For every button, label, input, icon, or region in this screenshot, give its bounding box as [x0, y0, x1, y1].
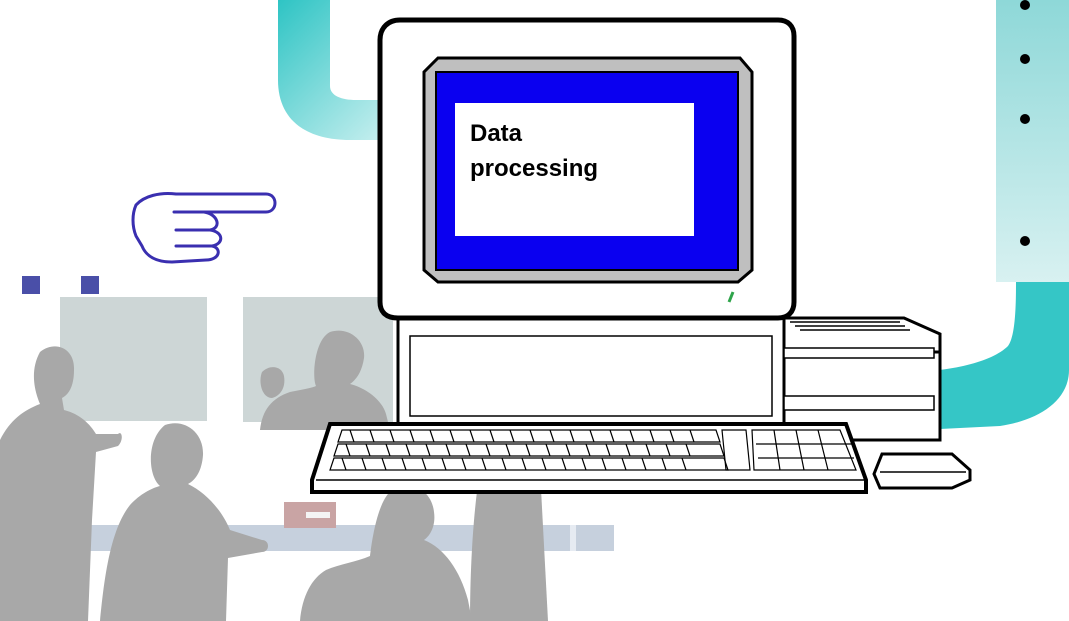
accent-square-2 — [81, 276, 99, 294]
screen-label: Data processing — [470, 116, 680, 186]
person-front-silhouette — [300, 485, 472, 621]
person-seated-silhouette — [100, 423, 268, 621]
bullet-dot — [1020, 54, 1030, 64]
pointing-hand-icon — [131, 192, 277, 264]
keyboard-keys — [329, 429, 857, 471]
desktop-computer-icon — [310, 17, 972, 494]
mouse — [872, 452, 972, 490]
people-silhouettes — [0, 330, 548, 621]
bullet-dot — [1020, 114, 1030, 124]
screen-label-line-1: Data — [470, 120, 523, 147]
screen-label-line-2: processing — [470, 155, 599, 182]
bullet-panel-bg — [996, 0, 1069, 282]
bullet-dot — [1020, 0, 1030, 10]
accent-square-1 — [22, 276, 40, 294]
person-standing-silhouette — [0, 346, 122, 621]
screen-window — [455, 103, 694, 236]
bullet-dot — [1020, 236, 1030, 246]
bullet-list-panel — [996, 0, 1069, 282]
person-rear-silhouette — [260, 330, 390, 430]
window-left — [60, 297, 207, 421]
